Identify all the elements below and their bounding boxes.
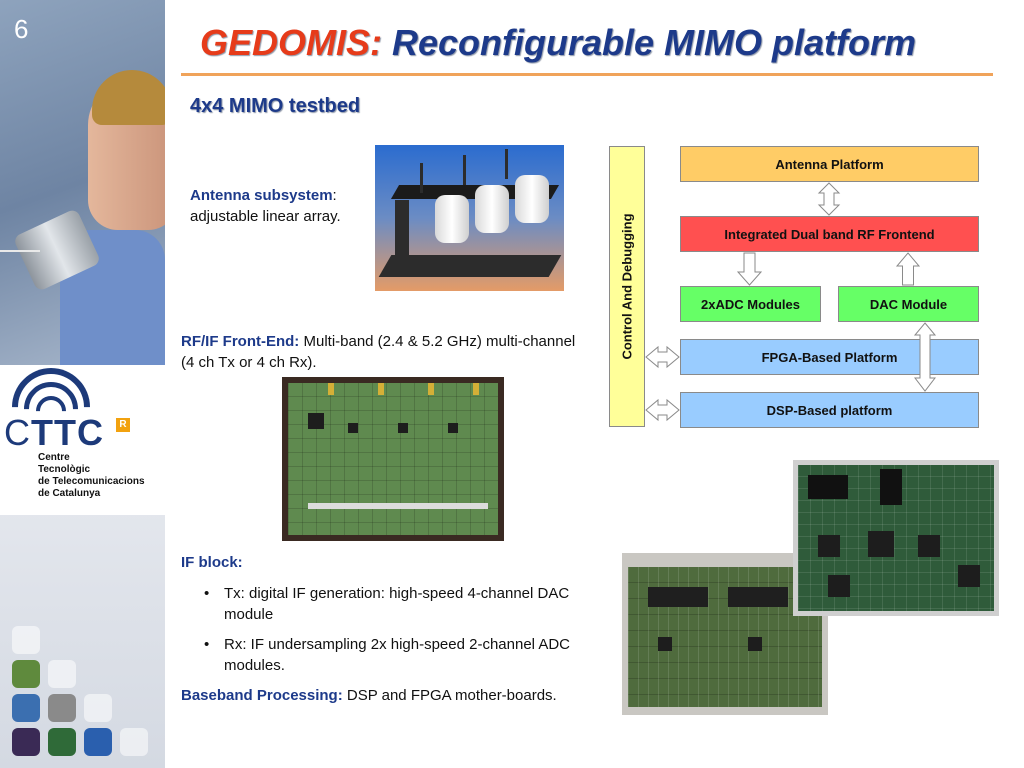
tile-image xyxy=(48,694,76,722)
antenna-colon: : xyxy=(332,187,337,204)
title-underline xyxy=(181,73,993,76)
arrow-rf-adc xyxy=(736,252,763,286)
tile-image xyxy=(84,728,112,756)
decor-tile xyxy=(48,660,76,688)
rf-frontend-block: Integrated Dual band RF Frontend xyxy=(680,216,979,252)
slide-subtitle: 4x4 MIMO testbed xyxy=(190,95,361,117)
logo-badge: R xyxy=(116,418,130,432)
logo-line-2: Tecnològic xyxy=(38,464,91,475)
if-block-label: IF block: xyxy=(181,554,243,571)
dsp-board-image xyxy=(793,460,999,616)
if-block-text: IF block: xyxy=(181,552,601,573)
rf-frontend-board-image xyxy=(282,377,504,541)
logo-line-1: Centre xyxy=(38,452,70,463)
arrow-antenna-rf xyxy=(817,182,841,216)
rf-desc: Multi-band (2.4 & 5.2 GHz) multi-channel… xyxy=(181,333,576,371)
logo-wordmark: CTTC xyxy=(4,412,104,453)
adc-modules-block: 2xADC Modules xyxy=(680,286,821,322)
bullet-dot: • xyxy=(204,636,210,653)
dsp-platform-block: DSP-Based platform xyxy=(680,392,979,428)
rf-label: RF/IF Front-End: xyxy=(181,333,300,350)
baseband-label: Baseband Processing: xyxy=(181,687,343,704)
logo-line-3: de Telecomunicacions xyxy=(38,476,145,487)
antenna-desc: adjustable linear array. xyxy=(190,208,341,225)
tile-image xyxy=(12,728,40,756)
baseband-text: Baseband Processing: DSP and FPGA mother… xyxy=(181,685,621,706)
sidebar: CTTC R Centre Tecnològic de Telecomunica… xyxy=(0,0,165,768)
bullet-dot: • xyxy=(204,585,210,602)
arrow-dac-rf xyxy=(895,252,921,286)
if-bullet-tx: Tx: digital IF generation: high-speed 4-… xyxy=(224,585,570,623)
tin-can-string xyxy=(0,250,40,252)
baseband-desc: DSP and FPGA mother-boards. xyxy=(342,687,557,704)
arrow-dac-dsp xyxy=(913,322,937,392)
antenna-array-image xyxy=(375,145,564,291)
antenna-label: Antenna subsystem xyxy=(190,187,333,204)
decor-tile xyxy=(120,728,148,756)
antenna-platform-block: Antenna Platform xyxy=(680,146,979,182)
tile-image xyxy=(12,660,40,688)
tile-image xyxy=(12,694,40,722)
logo-line-4: de Catalunya xyxy=(38,488,101,499)
dac-module-block: DAC Module xyxy=(838,286,979,322)
arrow-ctrl-dsp xyxy=(645,398,680,422)
if-bullet-rx: Rx: IF undersampling 2x high-speed 2-cha… xyxy=(224,636,571,674)
arrow-ctrl-fpga xyxy=(645,345,680,369)
antenna-text: Antenna subsystem: adjustable linear arr… xyxy=(190,185,370,227)
tile-image xyxy=(48,728,76,756)
decor-tile xyxy=(84,694,112,722)
decor-tile xyxy=(12,626,40,654)
control-debugging-block: Control And Debugging xyxy=(609,146,645,427)
rf-frontend-text: RF/IF Front-End: Multi-band (2.4 & 5.2 G… xyxy=(181,331,581,373)
slide-title: GEDOMIS: Reconfigurable MIMO platform xyxy=(200,22,917,63)
logo-area xyxy=(0,365,165,515)
slide-number: 6 xyxy=(14,14,29,44)
